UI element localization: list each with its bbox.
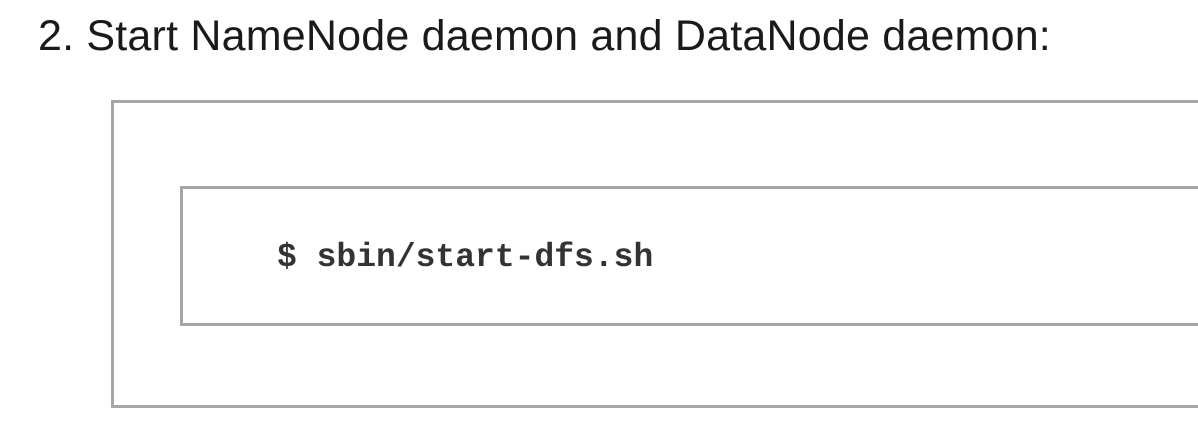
step-heading: 2. Start NameNode daemon and DataNode da… — [38, 12, 1051, 60]
code-block — [180, 186, 1198, 326]
code-command: $ sbin/start-dfs.sh — [277, 239, 654, 276]
